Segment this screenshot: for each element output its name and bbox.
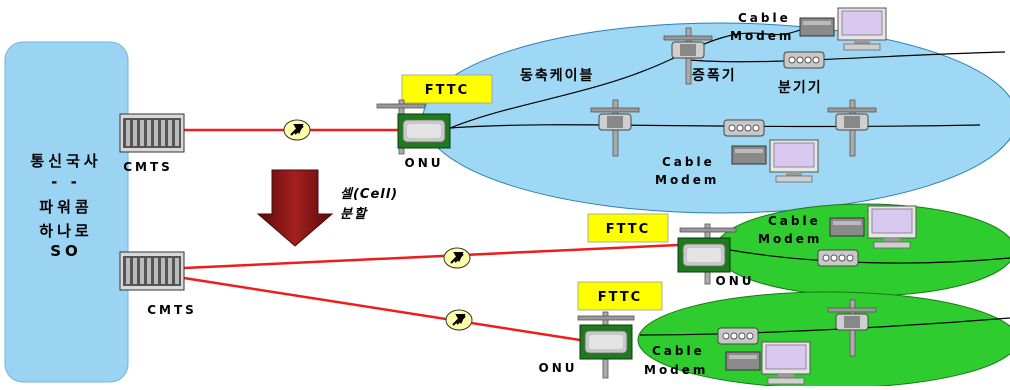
splitter-device-3 bbox=[817, 249, 859, 267]
fttc-label-bottom: FTTC bbox=[598, 290, 642, 305]
onu-device-mid bbox=[677, 237, 731, 273]
fttc-badge-mid bbox=[587, 213, 669, 243]
modem-device-4 bbox=[725, 351, 761, 371]
cell-split-label-2: 분할 bbox=[340, 206, 368, 222]
amplifier-label: 증폭기 bbox=[692, 68, 737, 84]
link-icon-top bbox=[283, 119, 311, 141]
pc-icon-3 bbox=[867, 205, 917, 249]
pc-icon-4 bbox=[761, 341, 811, 385]
onu-label-mid: ONU bbox=[716, 274, 755, 288]
fiber-mid bbox=[183, 243, 679, 270]
cable-label-4: Cable bbox=[652, 344, 705, 358]
cmts-label-top: CMTS bbox=[123, 160, 173, 174]
modem-device-2 bbox=[731, 145, 767, 165]
cable-label-2: Cable bbox=[662, 155, 715, 169]
splitter-device-2 bbox=[723, 119, 765, 137]
cmts-device-bottom bbox=[119, 251, 185, 291]
fttc-badge-top bbox=[401, 74, 493, 104]
cmts-device-top bbox=[119, 113, 185, 153]
pc-icon-1 bbox=[837, 7, 887, 51]
so-line-1: 통신국사 bbox=[30, 152, 101, 170]
modem-label-4: Modem bbox=[644, 363, 708, 377]
link-icon-mid bbox=[443, 247, 471, 269]
modem-label-3: Modem bbox=[758, 232, 822, 246]
onu-label-top: ONU bbox=[405, 156, 444, 170]
cell-split-label-1: 셀(Cell) bbox=[340, 187, 398, 202]
splitter-device-4 bbox=[717, 327, 759, 345]
splitter-label: 분기기 bbox=[778, 80, 823, 96]
pc-icon-2 bbox=[769, 139, 819, 183]
onu-label-bottom: ONU bbox=[539, 361, 578, 375]
so-line-2: - - bbox=[51, 173, 81, 191]
modem-label-1: Modem bbox=[730, 29, 794, 43]
so-line-4: 하나로 bbox=[39, 222, 92, 240]
coax-label: 동축케이블 bbox=[520, 67, 594, 84]
cmts-label-bottom: CMTS bbox=[147, 303, 197, 317]
fttc-label-mid: FTTC bbox=[606, 222, 650, 237]
cell-split-arrow bbox=[256, 169, 334, 247]
cable-label-3: Cable bbox=[768, 214, 821, 228]
fttc-badge-bottom bbox=[577, 281, 663, 311]
modem-device-3 bbox=[829, 217, 865, 237]
coax-line-2 bbox=[449, 124, 981, 129]
fiber-bottom bbox=[183, 276, 581, 342]
coax-line-5 bbox=[639, 317, 1010, 336]
fttc-label-top: FTTC bbox=[425, 83, 469, 98]
modem-label-2: Modem bbox=[655, 173, 719, 187]
onu-device-top bbox=[397, 113, 451, 149]
modem-device-1 bbox=[799, 17, 835, 37]
link-icon-bottom bbox=[445, 309, 473, 331]
splitter-device-1 bbox=[783, 51, 825, 69]
so-line-3: 파워콤 bbox=[39, 198, 92, 216]
onu-device-bottom bbox=[579, 324, 633, 360]
coax-line-1 bbox=[449, 29, 801, 129]
so-box bbox=[4, 41, 129, 383]
so-line-5: SO bbox=[50, 242, 82, 260]
coax-line-3 bbox=[689, 51, 1006, 63]
cable-label-1: Cable bbox=[738, 11, 791, 25]
